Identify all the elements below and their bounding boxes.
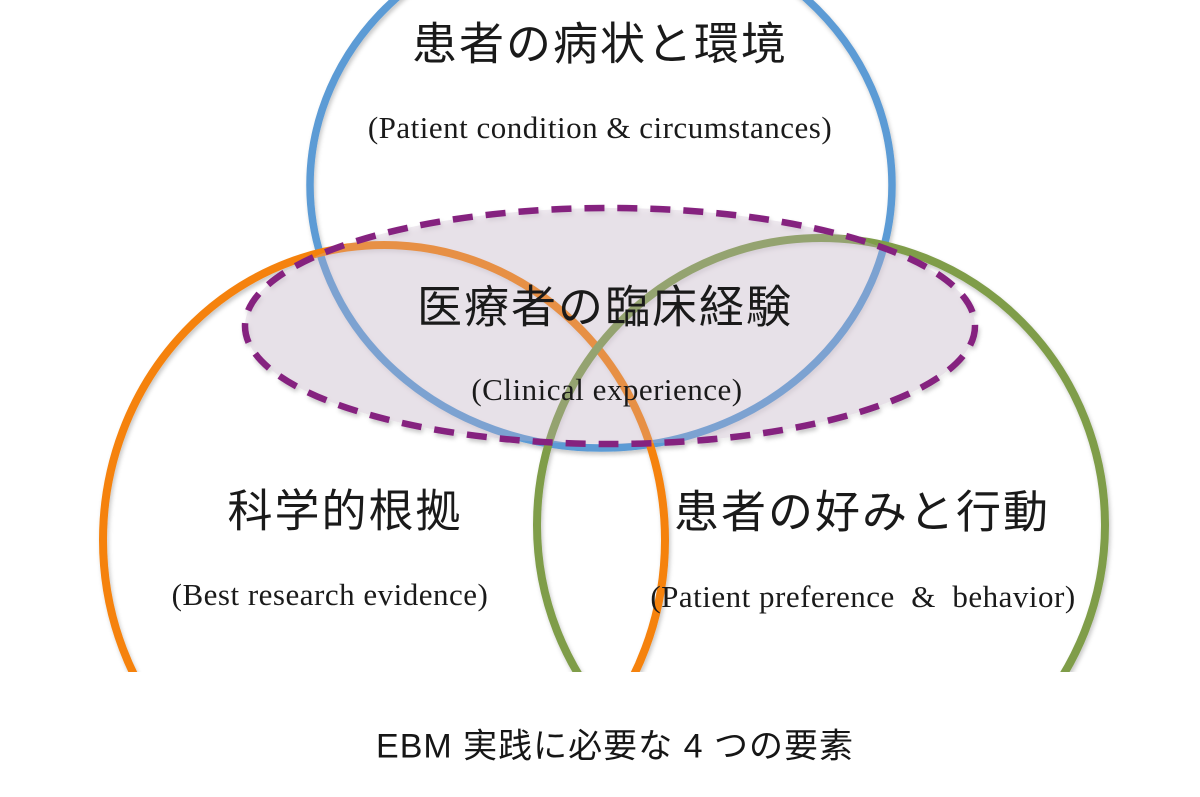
label-patient-preference-ja: 患者の好みと行動 xyxy=(673,487,1051,538)
label-patient-condition-ja: 患者の病状と環境 xyxy=(411,19,789,70)
label-best-research-evidence-ja: 科学的根拠 xyxy=(227,486,463,537)
label-patient-preference-en: (Patient preference & behavior) xyxy=(650,578,1076,614)
label-patient-condition-en: (Patient condition & circumstances) xyxy=(367,109,833,145)
label-clinical-experience-ja: 医療者の臨床経験 xyxy=(416,282,794,333)
circle-patient-condition xyxy=(306,0,896,452)
ellipse-clinical-experience xyxy=(241,204,979,448)
diagram-caption: EBM 実践に必要な 4 つの要素 xyxy=(376,727,854,766)
label-clinical-experience-en: (Clinical experience) xyxy=(471,371,743,407)
label-best-research-evidence-en: (Best research evidence) xyxy=(171,576,489,612)
